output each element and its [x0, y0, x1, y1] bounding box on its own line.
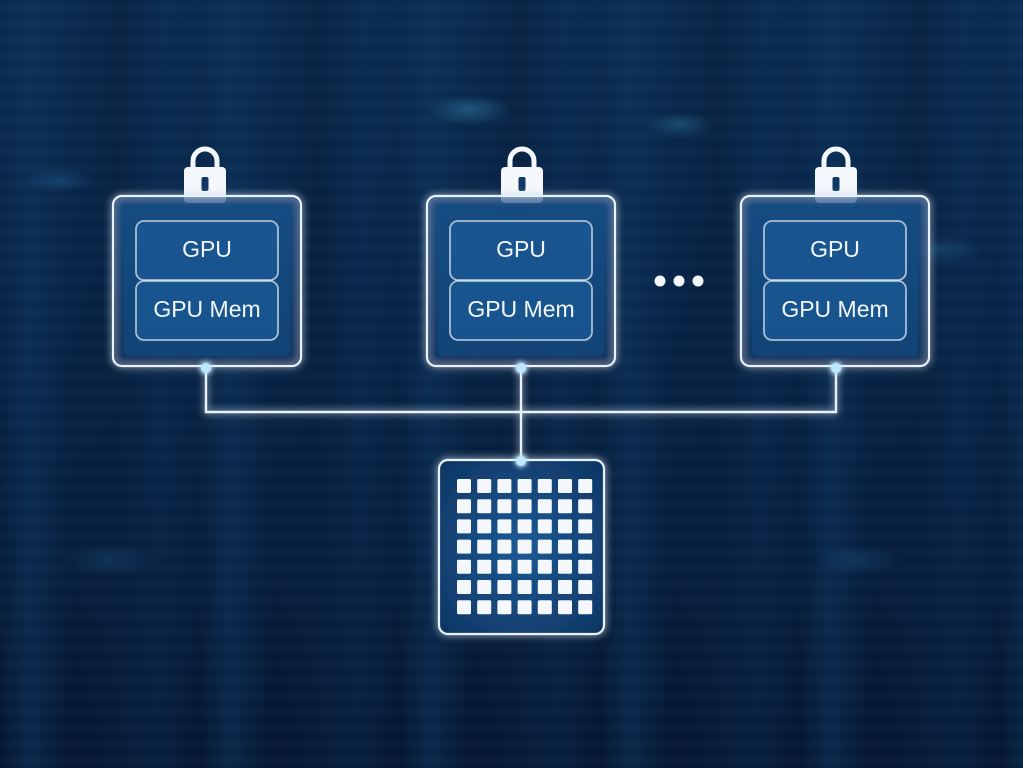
chip-cell	[517, 600, 532, 615]
connector-dot	[516, 456, 526, 466]
chip-cell	[497, 539, 512, 554]
chip-cell	[578, 580, 593, 594]
chip-cell	[497, 479, 512, 493]
gpu-node-2: GPU GPU Mem	[425, 146, 617, 373]
connector-dot	[516, 363, 526, 373]
ellipsis-icon	[654, 275, 704, 287]
gpu-mem-label: GPU Mem	[781, 296, 888, 322]
chip-cell	[517, 499, 532, 514]
chip-cell	[578, 600, 593, 615]
chip-cell	[517, 479, 532, 493]
chip-cell	[537, 519, 552, 534]
chip-cell	[558, 559, 572, 574]
chip-cell	[537, 559, 552, 574]
chip-cell	[457, 479, 471, 493]
chip-cell	[558, 499, 572, 514]
gpu-mem-label: GPU Mem	[467, 296, 574, 322]
gpu-mem-label: GPU Mem	[153, 296, 260, 322]
chip-cell	[517, 559, 532, 574]
connection-lines	[204, 368, 838, 460]
chip-cell	[537, 580, 552, 594]
chip-cell	[477, 479, 492, 493]
chip-cell	[497, 600, 512, 615]
lock-icon	[184, 146, 226, 203]
chip-cell	[457, 580, 471, 594]
chip-cell	[558, 539, 572, 554]
chip-cell	[477, 499, 492, 514]
gpu-label: GPU	[496, 236, 546, 262]
chip-cell	[517, 539, 532, 554]
chip-cell	[537, 479, 552, 493]
chip-cell	[457, 559, 471, 574]
chip-cell	[497, 519, 512, 534]
chip-cell	[578, 539, 593, 554]
chip-cell	[517, 580, 532, 594]
chip-cell	[517, 519, 532, 534]
chip-cell	[578, 499, 593, 514]
chip-cell	[578, 519, 593, 534]
chip-cell	[497, 580, 512, 594]
chip-cell	[497, 559, 512, 574]
chip-cell	[457, 499, 471, 514]
chip-cell	[477, 600, 492, 615]
gpu-label: GPU	[810, 236, 860, 262]
connector-dot	[201, 363, 211, 373]
chip-cell	[537, 600, 552, 615]
lock-icon	[815, 146, 857, 203]
chip-node	[437, 456, 606, 636]
chip-cell	[558, 600, 572, 615]
gpu-node-1: GPU GPU Mem	[111, 146, 303, 373]
gpu-node-3: GPU GPU Mem	[739, 146, 931, 373]
chip-cell	[497, 499, 512, 514]
chip-cell	[457, 600, 471, 615]
chip-cell	[477, 580, 492, 594]
connector-dot	[831, 363, 841, 373]
chip-cell	[477, 559, 492, 574]
chip-cell	[578, 559, 593, 574]
chip-cell	[558, 519, 572, 534]
chip-cell	[457, 539, 471, 554]
chip-cell	[477, 539, 492, 554]
gpu-label: GPU	[182, 236, 232, 262]
chip-cell	[537, 499, 552, 514]
lock-icon	[501, 146, 543, 203]
chip-cell	[578, 479, 593, 493]
chip-cell	[457, 519, 471, 534]
chip-cell	[558, 580, 572, 594]
chip-cell	[537, 539, 552, 554]
chip-grid	[457, 479, 593, 615]
chip-cell	[558, 479, 572, 493]
chip-cell	[477, 519, 492, 534]
